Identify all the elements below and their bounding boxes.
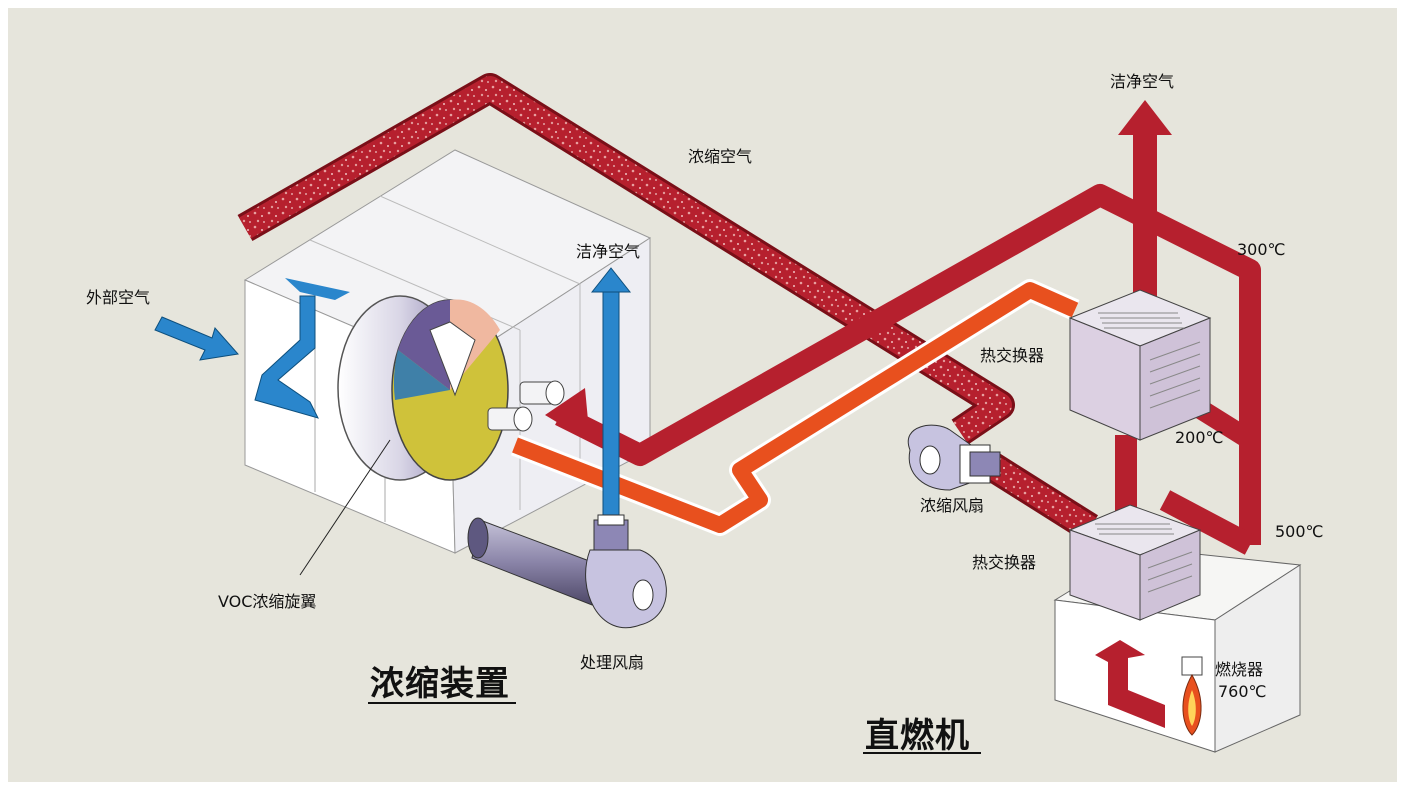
clean-air-left-label: 洁净空气 [576, 242, 641, 261]
heat-exchanger-top [1068, 289, 1212, 441]
temp-300-label: 300℃ [1237, 240, 1286, 259]
concentration-unit-title: 浓缩装置 [370, 664, 510, 704]
heat-exchanger-top-label: 热交换器 [980, 346, 1045, 365]
outside-air-arrows [154, 278, 350, 419]
voc-rotor-label: VOC浓缩旋翼 [218, 592, 317, 611]
burner-temp-label: 760℃ [1218, 682, 1267, 701]
clean-air-arrow-right [1118, 100, 1172, 315]
exchanger-link [1115, 435, 1137, 525]
clean-air-arrow-left [590, 267, 632, 528]
direct-fired-unit-underline [863, 752, 981, 754]
orange-duct [511, 279, 1080, 536]
concentration-fan [907, 424, 1001, 491]
voc-rotor [337, 295, 509, 481]
concentrated-air-label: 浓缩空气 [688, 147, 753, 166]
heat-exchanger-bottom [1068, 504, 1202, 621]
temp-500-label: 500℃ [1275, 522, 1324, 541]
clean-air-right-label: 洁净空气 [1110, 72, 1175, 91]
concentration-fan-label: 浓缩风扇 [920, 496, 985, 515]
concentration-unit-underline [368, 702, 516, 704]
burner-label: 燃烧器 [1215, 660, 1264, 679]
direct-fired-unit-title: 直燃机 [865, 716, 970, 756]
voc-leader-line [299, 439, 391, 576]
process-fan-label: 处理风扇 [580, 653, 645, 672]
heat-exchanger-bottom-label: 热交换器 [972, 553, 1037, 572]
outside-air-label: 外部空气 [86, 288, 151, 307]
nozzles [487, 380, 565, 432]
burner [1181, 656, 1203, 736]
process-fan [467, 514, 667, 628]
temp-200-label: 200℃ [1175, 428, 1224, 447]
